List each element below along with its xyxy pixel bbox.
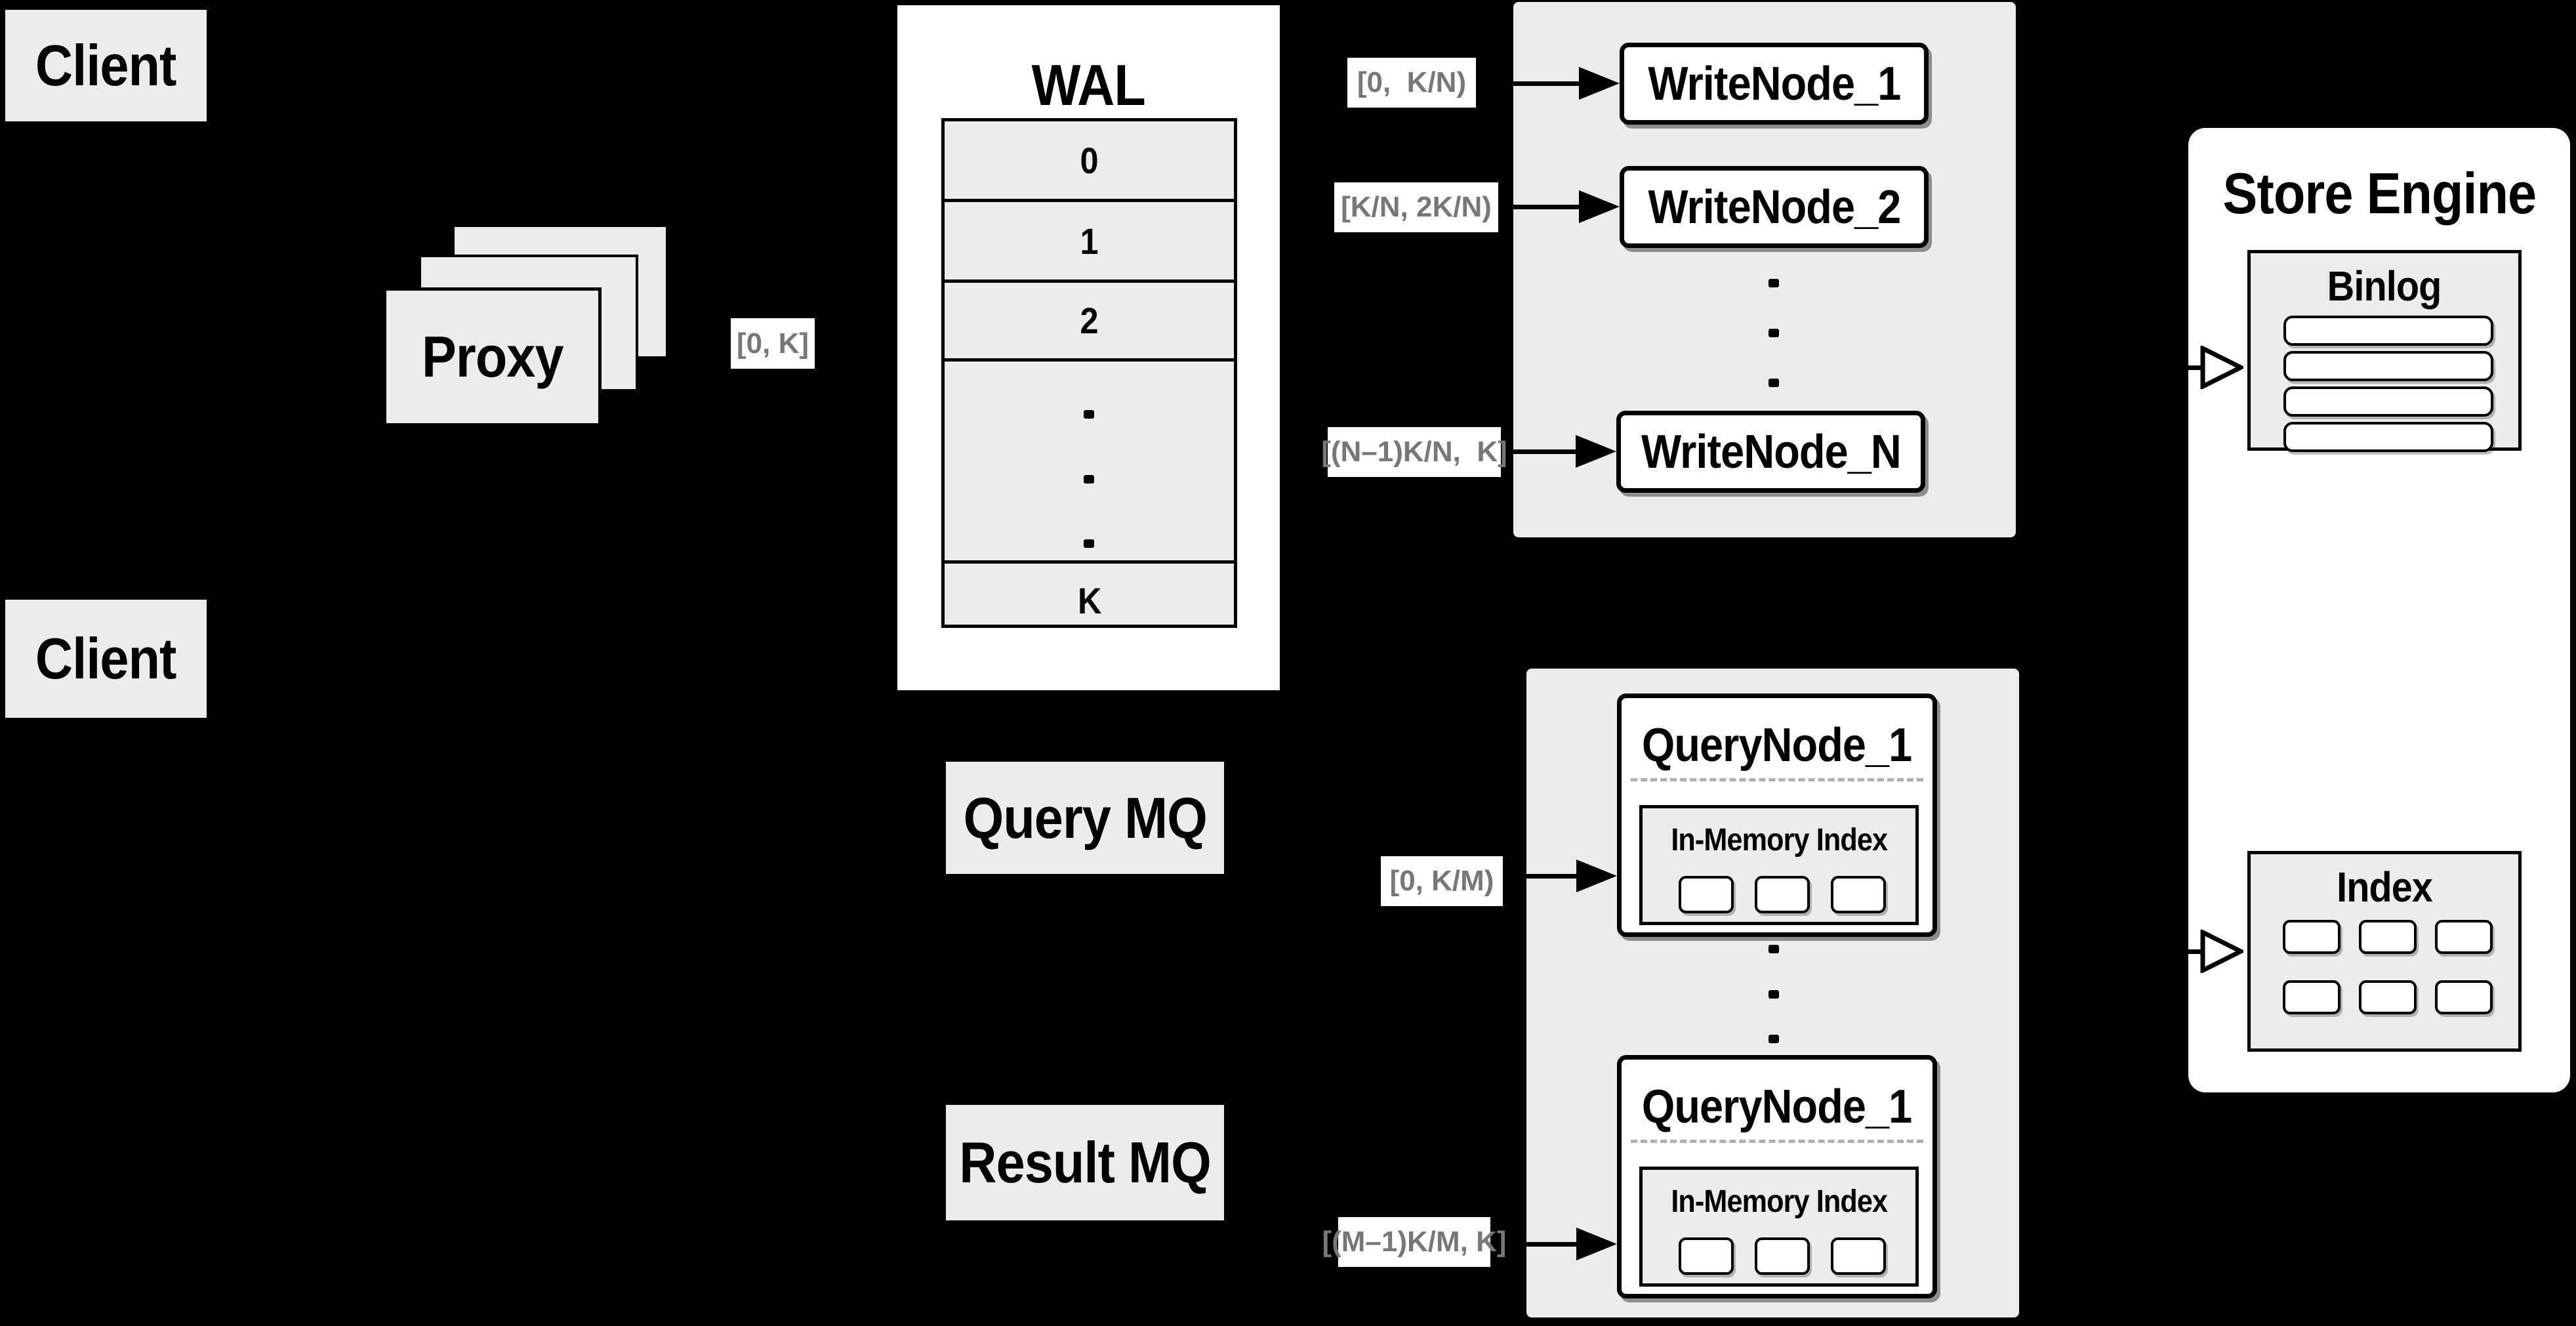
writenode-1-box: WriteNode_1 (1620, 43, 1929, 125)
querynode-bottom-title: QueryNode_1 (1642, 1081, 1912, 1133)
querynode-top-inmemory-title: In-Memory Index (1671, 822, 1888, 858)
result-mq-box: Result MQ (946, 1105, 1224, 1220)
wal-segment-row-0: 0 (1080, 139, 1099, 181)
binlog-box: Binlog (2247, 250, 2522, 452)
client-top-box: Client (5, 10, 207, 121)
index-cell (2283, 980, 2341, 1014)
index-cell (2359, 980, 2417, 1014)
binlog-title: Binlog (2327, 262, 2442, 310)
querynode-top-box: QueryNode_1 In-Memory Index (1617, 694, 1937, 937)
arrow-to-querynode-bottom-head-icon (1576, 1228, 1617, 1260)
client-top-label: Client (35, 33, 177, 98)
arrow-to-writenode-1-shaft (1476, 81, 1581, 86)
index-title: Index (2337, 863, 2433, 911)
range-label-write-1: [0, K/N) (1347, 58, 1476, 108)
query-mq-box: Query MQ (946, 762, 1224, 874)
memory-segment (1755, 876, 1810, 913)
writenode-2-box: WriteNode_2 (1620, 166, 1929, 248)
wal-segment-row-2: 2 (945, 280, 1234, 358)
wal-segment-row-ellipsis (945, 358, 1234, 560)
range-label-write-2: [K/N, 2K/N) (1334, 182, 1498, 232)
arrow-to-querynode-top-shaft (1502, 874, 1580, 879)
index-cell (2359, 920, 2417, 954)
querynode-bottom-box: QueryNode_1 In-Memory Index (1617, 1055, 1937, 1298)
querynode-bottom-inmemory-title: In-Memory Index (1671, 1184, 1888, 1219)
client-bottom-label: Client (35, 626, 177, 691)
querynode-top-inmemory-box: In-Memory Index (1639, 805, 1919, 925)
range-label-proxy-out: [0, K] (731, 318, 815, 369)
index-cell (2283, 920, 2341, 954)
memory-segment (1679, 876, 1734, 913)
arrow-to-writenode-2-head-icon (1579, 190, 1620, 223)
arrow-to-index-head-icon (2200, 930, 2243, 973)
querynode-bottom-inmemory-box: In-Memory Index (1639, 1167, 1919, 1287)
querynode-top-divider (1631, 778, 1923, 781)
range-label-query-1: [0, K/M) (1381, 856, 1503, 906)
writenode-vertical-ellipsis-icon (1766, 279, 1782, 387)
memory-segment (1831, 1237, 1886, 1275)
proxy-label: Proxy (421, 324, 564, 389)
wal-title: WAL (1031, 52, 1146, 117)
arrow-to-writenode-1-head-icon (1579, 67, 1620, 100)
querynode-top-title: QueryNode_1 (1642, 719, 1912, 772)
binlog-row (2283, 386, 2493, 417)
index-box: Index (2247, 851, 2522, 1052)
proxy-card-front: Proxy (383, 287, 602, 426)
arrow-to-binlog-shaft (2125, 365, 2205, 370)
arrow-to-writenode-2-shaft (1498, 205, 1581, 209)
wal-segment-table: 0 1 2 K (941, 118, 1237, 628)
writenode-n-box: WriteNode_N (1616, 411, 1925, 493)
memory-segment (1831, 876, 1886, 913)
wal-segment-row-1: 1 (945, 199, 1234, 280)
arrow-to-binlog-head-icon (2200, 346, 2243, 389)
querynode-bottom-divider (1631, 1140, 1923, 1143)
range-label-query-m: [(M–1)K/M, K] (1322, 1217, 1507, 1267)
range-label-write-n: [(N–1)K/N, K] (1321, 427, 1507, 477)
binlog-row (2283, 316, 2493, 346)
wal-segment-row-k: K (945, 560, 1234, 638)
arrow-to-writenode-n-head-icon (1576, 435, 1616, 468)
memory-segment (1755, 1237, 1810, 1275)
binlog-row (2283, 351, 2493, 381)
arrow-to-writenode-n-shaft (1501, 449, 1578, 454)
binlog-row (2283, 422, 2493, 452)
memory-segment (1679, 1237, 1734, 1275)
client-bottom-box: Client (5, 600, 207, 718)
arrow-to-index-shaft (2125, 949, 2205, 954)
wal-vertical-ellipsis-icon (1081, 410, 1097, 548)
store-engine-title: Store Engine (2222, 161, 2537, 226)
querynode-vertical-ellipsis-icon (1766, 945, 1782, 1043)
arrow-to-querynode-top-head-icon (1576, 860, 1617, 892)
arrow-to-querynode-bottom-shaft (1490, 1242, 1580, 1247)
index-cell (2435, 920, 2493, 954)
index-cell (2435, 980, 2493, 1014)
store-engine-panel: Store Engine Binlog Index (2188, 128, 2570, 1092)
